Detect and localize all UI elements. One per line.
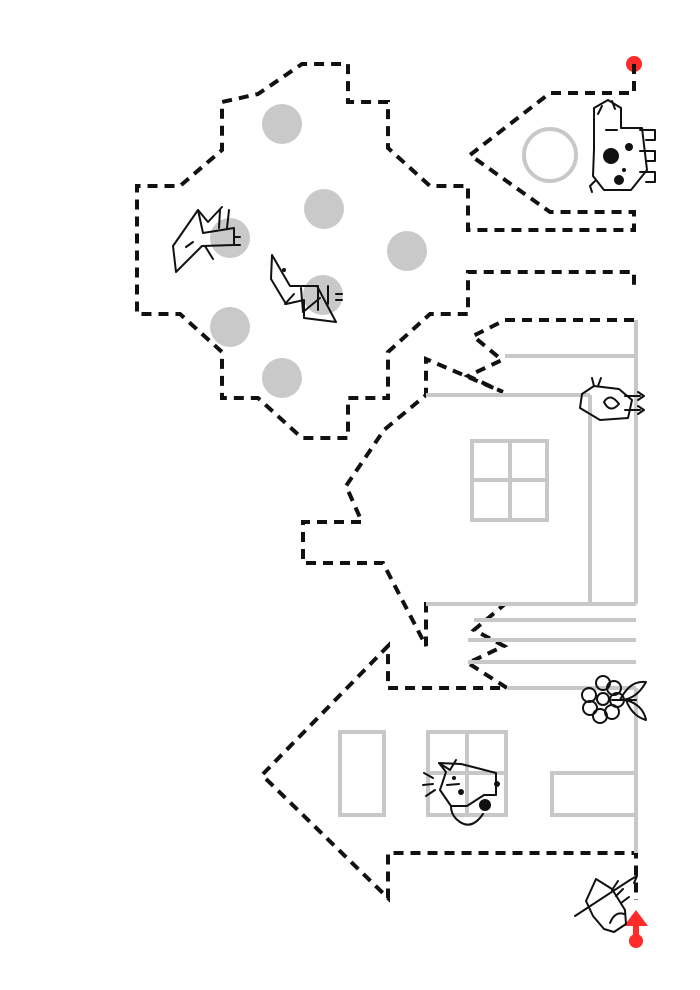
round-window-icon xyxy=(522,127,578,183)
trace-start-arrow xyxy=(624,910,648,948)
cat-icon xyxy=(422,759,500,826)
window-icon xyxy=(338,730,386,817)
tree-fruit xyxy=(387,231,427,271)
tree-fruit xyxy=(262,104,302,144)
tree-fruit xyxy=(210,218,250,258)
duck-icon xyxy=(579,377,645,421)
tree-icon xyxy=(210,104,427,398)
start-dot-icon xyxy=(629,934,643,948)
bird-icon xyxy=(172,206,241,273)
hand-pencil-icon xyxy=(574,875,638,933)
tree-fruit xyxy=(304,189,344,229)
dog-icon xyxy=(589,99,656,193)
flower-icon xyxy=(581,675,647,724)
tree-fruit xyxy=(262,358,302,398)
arrow-shaft xyxy=(633,922,639,936)
upper-house-guides xyxy=(426,320,638,690)
house-trace-path xyxy=(259,318,638,903)
door-icon xyxy=(550,771,638,817)
bird-icon xyxy=(270,254,343,323)
tree-trace-path xyxy=(135,62,636,440)
dog-house-guides xyxy=(522,127,578,183)
tree-fruit xyxy=(210,307,250,347)
arrow-icon xyxy=(624,910,648,926)
